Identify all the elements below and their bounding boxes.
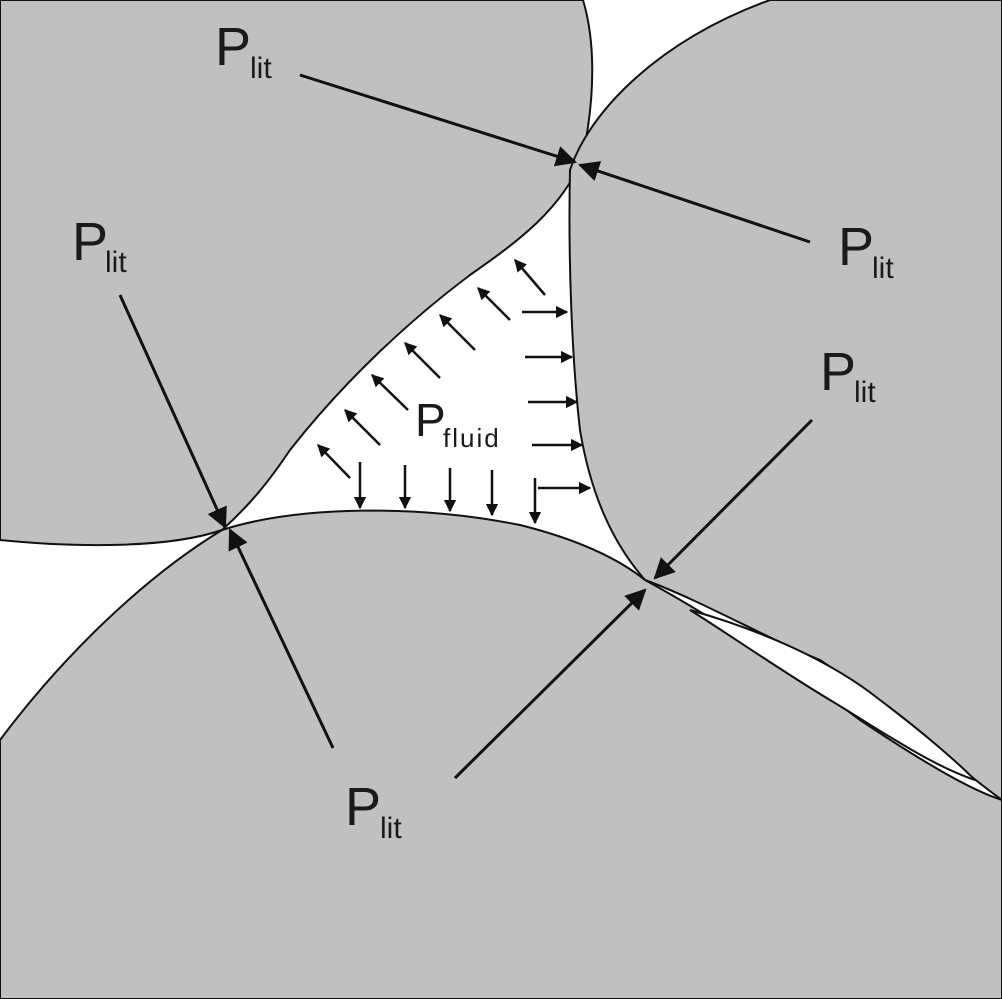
label-plit-top: P lit [215, 17, 272, 85]
label-sub: lit [854, 376, 876, 409]
label-main: P [838, 217, 874, 277]
label-main: P [345, 777, 381, 837]
fluid-arrow [344, 409, 381, 446]
label-plit-bottom: P lit [345, 777, 402, 845]
label-plit-left: P lit [72, 212, 127, 279]
pore-lens-lower-right [689, 609, 976, 781]
contact-arrows-left [118, 294, 335, 749]
label-plit-right: P lit [820, 342, 876, 409]
label-main: P [215, 17, 251, 77]
arrow-top-right-shaft [578, 161, 811, 244]
fluid-arrow [317, 444, 351, 479]
label-sub: lit [872, 252, 894, 285]
contact-arrows-right [453, 418, 814, 780]
arrow-left-lower-shaft [228, 528, 335, 749]
arrow-right-lower-shaft [453, 588, 647, 780]
label-plit-top-right: P lit [838, 217, 894, 285]
fluid-pressure-arrows [317, 259, 592, 525]
fluid-arrow [371, 374, 409, 411]
fluid-arrow [514, 259, 546, 296]
fluid-arrow [439, 314, 476, 351]
label-main: P [820, 342, 856, 402]
label-main: P [415, 394, 446, 446]
arrow-top-left-shaft [299, 73, 578, 167]
fluid-arrow [477, 287, 511, 321]
arrow-right-upper-shaft [653, 418, 814, 580]
label-sub: lit [380, 812, 402, 845]
label-sub: lit [105, 246, 127, 279]
contact-arrows-top [299, 73, 811, 244]
grain-bottom [0, 509, 1002, 999]
label-pfluid: P fluid [415, 394, 501, 453]
arrow-left-upper-shaft [118, 294, 227, 529]
label-sub: lit [250, 52, 272, 85]
label-main: P [72, 212, 108, 272]
label-sub: fluid [443, 423, 501, 453]
fluid-arrow [404, 342, 441, 379]
